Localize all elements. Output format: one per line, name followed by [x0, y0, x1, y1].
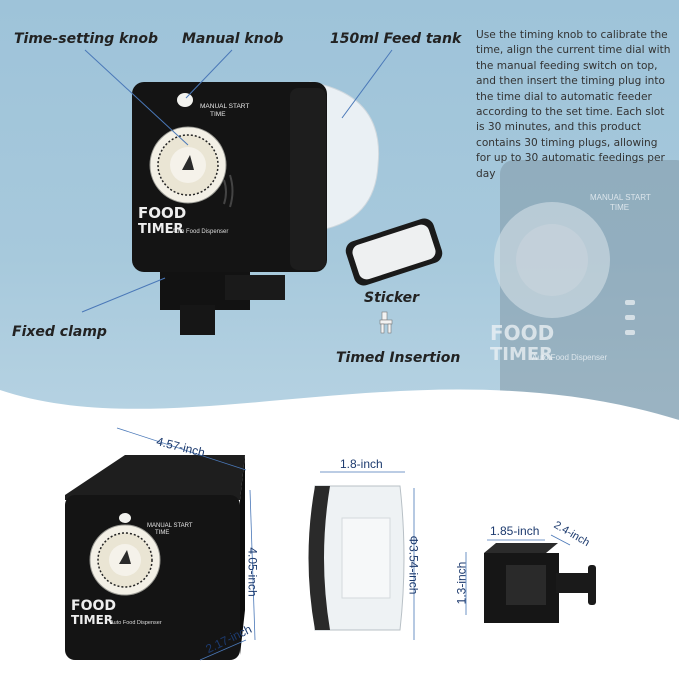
dim-clamp-height: 1.3-inch: [454, 561, 469, 605]
dim-view-brand-line2: TIMER: [71, 613, 113, 627]
faded-device-closeup: MANUAL START TIME FOOD TIMER Auto Food D…: [490, 160, 679, 420]
usage-description: Use the timing knob to calibrate the tim…: [476, 29, 671, 180]
faded-brand-line2: TIMER: [490, 344, 553, 365]
dim-view-manual-start: MANUAL START: [147, 523, 193, 529]
dim-view-brand-line1: FOOD: [71, 598, 116, 614]
clamp-dimension-view: [484, 543, 596, 623]
callout-feed-tank: 150ml Feed tank: [330, 31, 462, 47]
faded-time-text: TIME: [610, 203, 629, 212]
callout-timed-insertion: Timed Insertion: [336, 350, 461, 366]
dim-tank-diameter: Φ3.54-inch: [406, 535, 421, 595]
faded-brand-line1: FOOD: [490, 321, 554, 345]
device-subtitle: Auto Food Dispenser: [172, 229, 228, 235]
dim-tank-depth: 1.8-inch: [340, 457, 383, 471]
dim-height: 4.05-inch: [245, 547, 260, 597]
feeder-main-device: MANUAL START TIME FOOD TIMER Auto Food D…: [132, 81, 380, 335]
brand-line1: FOOD: [138, 204, 186, 222]
callout-manual-knob: Manual knob: [182, 31, 284, 47]
callout-lines: [81, 49, 393, 313]
callout-time-setting-knob: Time-setting knob: [14, 31, 159, 47]
feeder-dimension-view: MANUAL START TIME FOOD TIMER Auto Food D…: [65, 455, 245, 660]
faded-subtitle: Auto Food Dispenser: [532, 353, 607, 362]
callout-fixed-clamp: Fixed clamp: [12, 324, 107, 340]
manual-start-label: MANUAL START: [200, 103, 249, 110]
tank-dimension-view: [308, 485, 405, 631]
brand-line2: TIMER: [138, 222, 184, 237]
banner-wave: [0, 389, 679, 440]
callout-sticker: Sticker: [364, 290, 420, 306]
dim-view-time: TIME: [155, 530, 169, 536]
dim-view-subtitle: Auto Food Dispenser: [110, 620, 162, 626]
timing-plug-icon: [379, 311, 393, 334]
faded-manual-start-text: MANUAL START: [590, 193, 651, 202]
sticker-pad: [345, 218, 443, 286]
time-label: TIME: [210, 111, 226, 118]
dim-clamp-width: 1.85-inch: [490, 524, 540, 538]
